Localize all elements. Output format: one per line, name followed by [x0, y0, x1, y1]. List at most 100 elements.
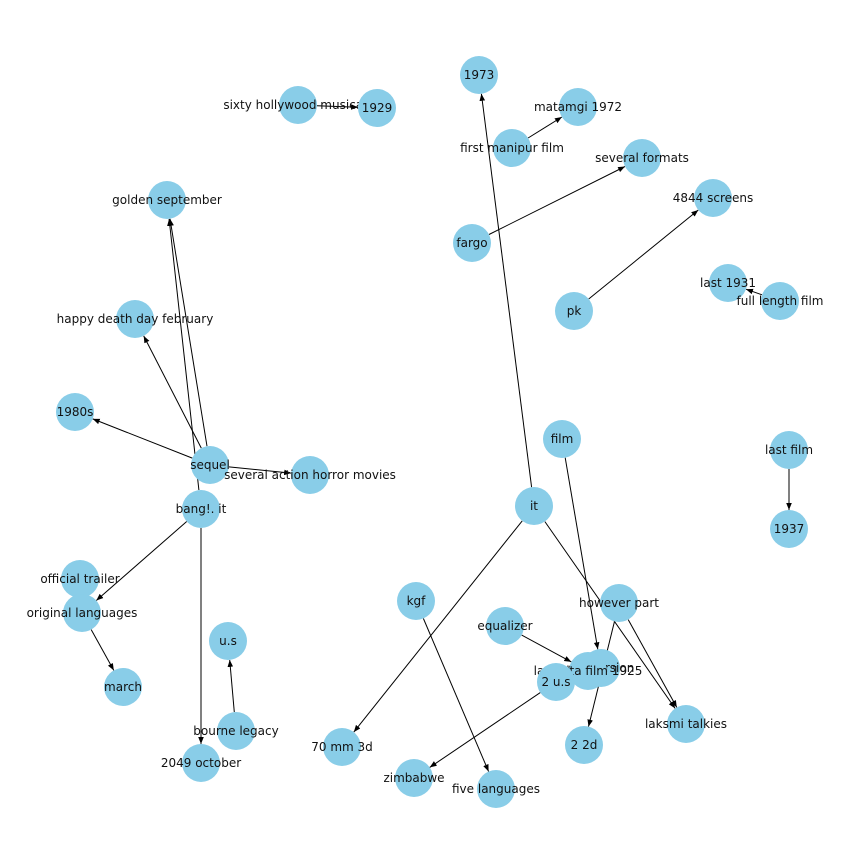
node-label: five languages: [452, 782, 540, 796]
graph-node-sixty_hollywood_musicals: sixty hollywood musicals: [223, 86, 373, 124]
graph-node-last_film: last film: [765, 431, 813, 469]
node-label: u.s: [219, 634, 237, 648]
edge-original_languages-to-march: [90, 629, 115, 671]
graph-node-march: march: [104, 668, 142, 706]
node-label: bourne legacy: [193, 724, 278, 738]
edge-it-to-mm_70_3d: [353, 520, 523, 733]
graph-node-bourne_legacy: bourne legacy: [193, 712, 279, 750]
node-label: 2 u.s: [541, 675, 570, 689]
node-label: official trailer: [40, 572, 119, 586]
node-circle: [148, 181, 186, 219]
graph-node-mm_70_3d: 70 mm 3d: [311, 728, 373, 766]
graph-node-laksmi_talkies: laksmi talkies: [645, 705, 727, 743]
graph-node-equalizer: equalizer: [477, 607, 533, 645]
graph-node-film: film: [543, 420, 581, 458]
node-label: zimbabwe: [383, 771, 444, 785]
node-label: several action horror movies: [224, 468, 396, 482]
node-circle: [770, 510, 808, 548]
node-label: 1980s: [57, 405, 94, 419]
graph-node-happy_death_day_february: happy death day february: [57, 300, 214, 338]
node-circle: [56, 393, 94, 431]
node-label: happy death day february: [57, 312, 214, 326]
graph-node-bang_it: bang!. it: [176, 490, 227, 528]
edge-equalizer-to-last_vita_film_1925: [521, 634, 572, 663]
graph-node-fargo: fargo: [453, 224, 491, 262]
edge-however_part-to-laksmi_talkies: [627, 619, 678, 708]
node-circle: [515, 487, 553, 525]
graph-node-several_action_horror_movies: several action horror movies: [224, 456, 396, 494]
node-label: sixty hollywood musicals: [223, 98, 372, 112]
edge-sequel-to-golden_september: [168, 218, 208, 447]
graph-node-matamgi_1972: matamgi 1972: [534, 88, 622, 126]
node-circle: [182, 744, 220, 782]
node-circle: [770, 431, 808, 469]
node-label: first manipur film: [460, 141, 564, 155]
edge-kgf-to-five_languages: [422, 618, 490, 772]
graph-node-n1937: 1937: [770, 510, 808, 548]
graph-node-two_2d: 2 2d: [565, 726, 603, 764]
edge-two_u_s-to-zimbabwe: [429, 692, 541, 768]
node-circle: [493, 129, 531, 167]
node-circle: [477, 770, 515, 808]
graph-node-u_s: u.s: [209, 622, 247, 660]
node-label: it: [530, 499, 538, 513]
graph-node-golden_september: golden september: [112, 181, 222, 219]
graph-node-pk: pk: [555, 292, 593, 330]
node-circle: [358, 89, 396, 127]
node-circle: [537, 663, 575, 701]
edge-sequel-to-several_action_horror_movies: [228, 466, 292, 476]
graph-node-n1980s: 1980s: [56, 393, 94, 431]
edge-it-to-n1973: [479, 93, 533, 488]
node-label: last film: [765, 443, 813, 457]
node-circle: [63, 594, 101, 632]
graph-node-two_u_s: 2 u.s: [537, 663, 575, 701]
node-circle: [460, 56, 498, 94]
edge-sequel-to-happy_death_day_february: [143, 335, 202, 449]
node-label: equalizer: [477, 619, 532, 633]
graph-node-however_part: however part: [579, 584, 659, 622]
node-circle: [559, 88, 597, 126]
node-label: golden september: [112, 193, 222, 207]
graph-node-several_formats: several formats: [595, 139, 689, 177]
graph-node-last_1931: last 1931: [700, 264, 756, 302]
node-label: however part: [579, 596, 659, 610]
node-circle: [209, 622, 247, 660]
node-circle: [486, 607, 524, 645]
node-circle: [761, 282, 799, 320]
graph-node-official_trailer: official trailer: [40, 560, 120, 598]
node-circle: [667, 705, 705, 743]
node-label: last 1931: [700, 276, 756, 290]
edge-sixty_hollywood_musicals-to-n1929: [316, 104, 359, 110]
node-label: film: [551, 432, 574, 446]
node-label: laksmi talkies: [645, 717, 727, 731]
node-circle: [323, 728, 361, 766]
edge-full_length_film-to-last_1931: [745, 288, 763, 296]
node-label: 70 mm 3d: [311, 740, 373, 754]
node-circle: [279, 86, 317, 124]
node-label: 1937: [774, 522, 805, 536]
graph-node-october_2049: 2049 october: [161, 744, 241, 782]
node-label: matamgi 1972: [534, 100, 622, 114]
node-label: pk: [567, 304, 582, 318]
edge-film-to-cut_version: [564, 457, 600, 650]
node-label: 2049 october: [161, 756, 241, 770]
graph-node-five_languages: five languages: [452, 770, 540, 808]
node-label: bang!. it: [176, 502, 227, 516]
node-label: 2 2d: [571, 738, 598, 752]
node-label: march: [104, 680, 142, 694]
graph-node-zimbabwe: zimbabwe: [383, 759, 445, 797]
edge-bang_it-to-golden_september: [167, 218, 200, 491]
node-label: 4844 screens: [673, 191, 754, 205]
node-label: several formats: [595, 151, 689, 165]
graph-node-n1973: 1973: [460, 56, 498, 94]
node-circle: [182, 490, 220, 528]
edge-sequel-to-n1980s: [92, 418, 193, 459]
node-label: full length film: [737, 294, 824, 308]
graph-node-first_manipur_film: first manipur film: [460, 129, 564, 167]
edge-fargo-to-several_formats: [488, 166, 626, 235]
node-circle: [104, 668, 142, 706]
node-label: 1929: [362, 101, 393, 115]
edge-pk-to-screens_4844: [588, 209, 699, 300]
